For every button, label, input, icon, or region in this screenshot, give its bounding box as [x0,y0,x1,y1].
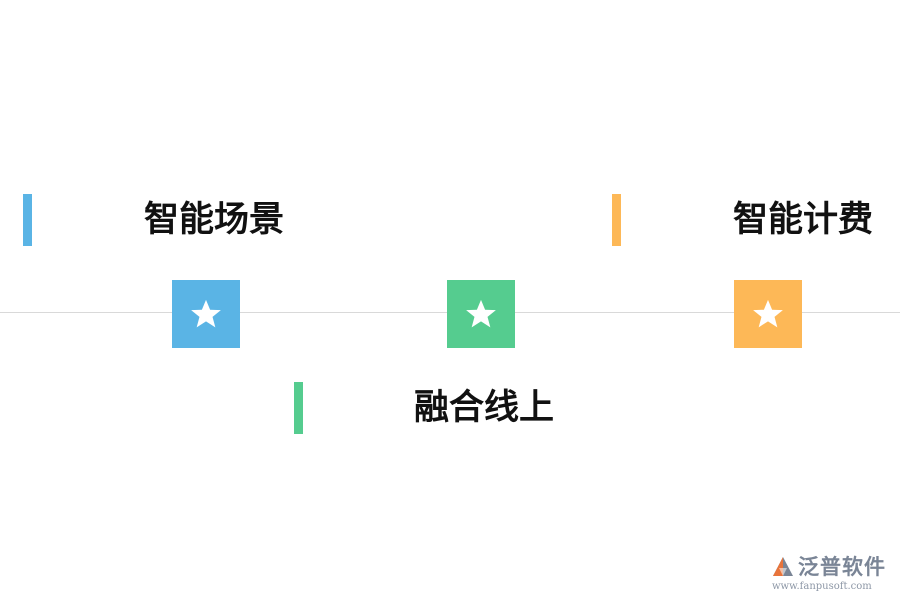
watermark-logo: 泛普软件 www.fanpusoft.com [770,552,895,596]
star-icon [466,299,496,328]
item-2-accent-bar [294,382,303,434]
item-3-accent-bar [612,194,621,246]
item-2-label: 融合线上 [414,388,555,428]
star-icon [191,299,221,328]
item-3-label: 智能计费 [733,200,874,240]
logo-mark-icon [773,557,793,576]
item-2-marker [447,280,515,348]
item-1-marker [172,280,240,348]
star-icon [753,299,783,328]
item-1-accent-bar [23,194,32,246]
logo-url: www.fanpusoft.com [772,581,872,592]
item-1-label: 智能场景 [144,200,285,240]
item-3-marker [734,280,802,348]
logo-name: 泛普软件 [798,555,886,579]
